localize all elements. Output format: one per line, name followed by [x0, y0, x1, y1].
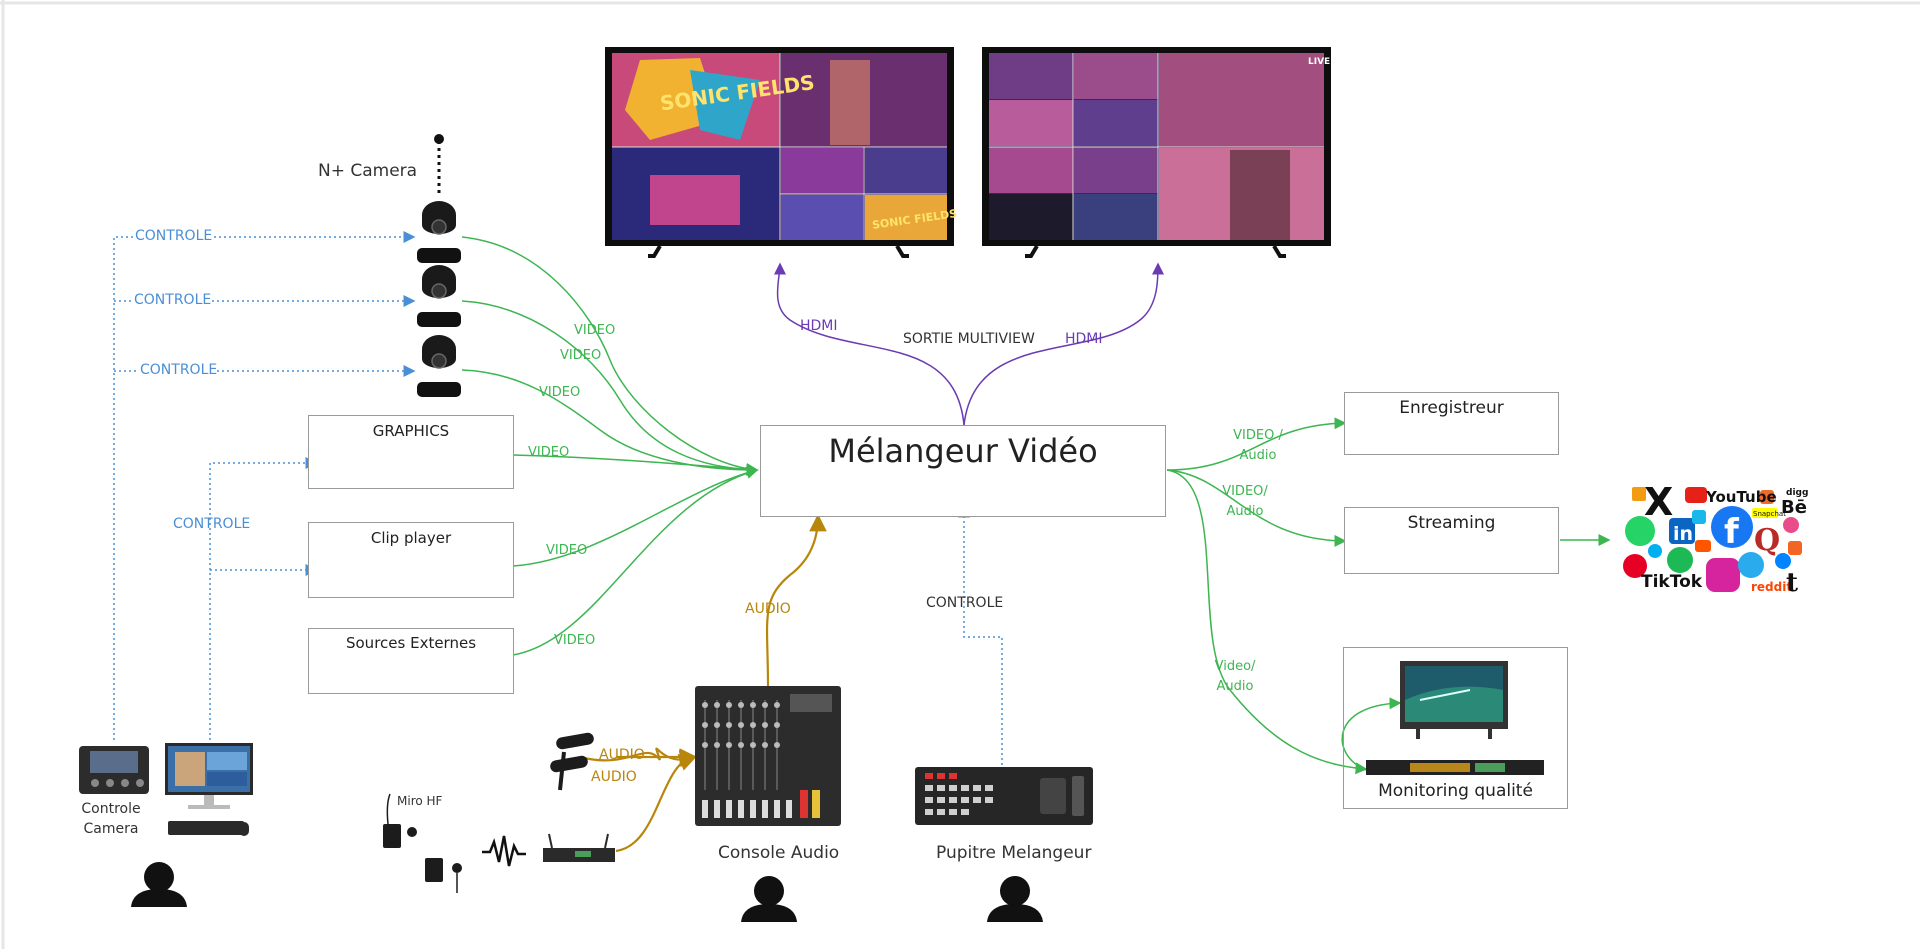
ptz-camera-2 [417, 265, 461, 327]
monitoring-title: Monitoring qualité [1378, 781, 1533, 801]
video-label-cam2: VIDEO [560, 348, 602, 363]
micro-hf-label: Miro HF [397, 794, 443, 808]
operator-icons [131, 862, 1043, 922]
social-tiktok-logo: TikTok [1641, 572, 1703, 592]
streaming-box: Streaming [1344, 507, 1559, 574]
audio-lines [579, 513, 827, 853]
hdmi-label-right: HDMI [1065, 331, 1103, 347]
clip-player-title: Clip player [370, 529, 452, 547]
social-digg-logo: digg [1786, 488, 1808, 498]
hdmi-label-left: HDMI [800, 318, 838, 334]
graphics-box: GRAPHICS [308, 415, 514, 489]
person-icon-pupitre [987, 876, 1043, 922]
control-lines [113, 231, 1003, 770]
pupitre-melangeur-label: Pupitre Melangeur [936, 843, 1092, 863]
video-mixer-box: Mélangeur Vidéo [760, 425, 1166, 517]
person-icon-camera [131, 862, 187, 907]
recorder-box: Enregistreur [1344, 392, 1559, 455]
video-audio-label-monitoring: Video/ Audio [1214, 659, 1256, 694]
wireless-receiver [543, 833, 615, 862]
person-icon-audio [741, 876, 797, 922]
audio-label-mic1: AUDIO [599, 747, 645, 763]
clip-player-box: Clip player [308, 522, 514, 598]
mixer-control-panel [915, 767, 1093, 825]
control-label-cam1: CONTROLE [135, 228, 213, 244]
video-label-cam3: VIDEO [539, 385, 581, 400]
n-camera-label: N+ Camera [318, 161, 418, 181]
graphics-title: GRAPHICS [372, 422, 450, 440]
control-label-cam3: CONTROLE [140, 362, 218, 378]
external-sources-box: Sources Externes [308, 628, 514, 694]
social-x-logo: X [1644, 480, 1673, 524]
recorder-title: Enregistreur [1399, 398, 1504, 418]
control-label-servers: CONTROLE [173, 516, 251, 532]
camera-control-panel [79, 746, 149, 794]
monitoring-display [1366, 661, 1544, 775]
external-sources-title: Sources Externes [345, 634, 477, 652]
video-audio-label-recorder: VIDEO / Audio [1233, 428, 1283, 463]
video-label-graphics: VIDEO [528, 445, 570, 460]
social-quora-logo: Q [1754, 523, 1780, 558]
audio-console-device [695, 686, 841, 826]
video-audio-label-streaming: VIDEO/ Audio [1222, 484, 1268, 519]
social-tumblr-logo: t [1786, 568, 1798, 598]
streaming-title: Streaming [1407, 513, 1496, 533]
social-facebook-logo: f [1724, 512, 1740, 552]
social-snapchat-logo: Snapchat [1753, 510, 1786, 518]
sortie-multiview-label: SORTIE MULTIVIEW [903, 331, 1035, 347]
audio-label-mic2: AUDIO [591, 769, 637, 785]
studio-microphones [550, 732, 594, 791]
hdmi-lines [773, 262, 1164, 426]
video-label-cam1: VIDEO [574, 323, 616, 338]
audio-label-console: AUDIO [745, 601, 791, 617]
waveform-icon [482, 835, 526, 867]
ptz-camera-1 [417, 201, 461, 263]
social-youtube-logo: YouTube [1705, 488, 1777, 506]
live-badge: LIVE [1308, 57, 1330, 67]
control-label-pupitre: CONTROLE [926, 595, 1004, 611]
control-computer [165, 743, 253, 836]
ptz-camera-3 [417, 335, 461, 397]
multiview-screen-right [982, 47, 1331, 258]
social-behance-logo: Bē [1781, 497, 1807, 518]
controle-camera-label: Controle Camera [81, 801, 141, 837]
video-lines [461, 236, 1611, 775]
lavalier-mics [383, 793, 462, 893]
monitoring-box: Monitoring qualité [1343, 647, 1568, 809]
video-mixer-title: Mélangeur Vidéo [828, 432, 1098, 470]
video-label-clip: VIDEO [546, 543, 588, 558]
social-platforms [1623, 487, 1802, 592]
social-linkedin-logo: in [1673, 523, 1693, 545]
social-reddit-logo: reddit [1751, 580, 1792, 594]
control-label-cam2: CONTROLE [134, 292, 212, 308]
multiview-screen-left [605, 47, 954, 258]
video-label-external: VIDEO [554, 633, 596, 648]
console-audio-label: Console Audio [718, 843, 840, 863]
